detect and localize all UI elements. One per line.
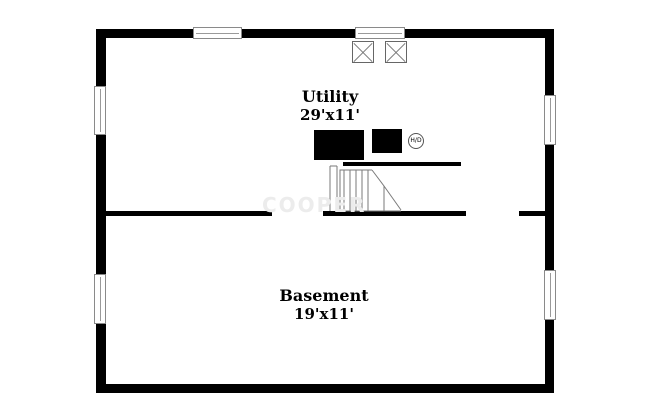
window-top-left xyxy=(193,27,242,39)
window-right-upper xyxy=(544,95,556,145)
wall-left xyxy=(96,29,106,393)
partition-wall-right xyxy=(519,211,545,216)
room-dimensions: 19'x11' xyxy=(294,305,354,323)
appliance-block xyxy=(372,129,402,153)
room-label-basement: Basement 19'x11' xyxy=(264,286,384,324)
window-left-upper xyxy=(94,86,106,135)
room-dimensions: 29'x11' xyxy=(300,106,360,124)
window-left-lower xyxy=(94,274,106,324)
wall-bottom xyxy=(96,384,554,393)
partition-wall-left xyxy=(106,211,272,216)
water-heater-icon: H/D xyxy=(408,133,424,149)
room-name: Basement xyxy=(279,286,369,305)
window-well-left xyxy=(352,41,374,63)
furnace-block xyxy=(314,130,364,160)
wall-top xyxy=(96,29,554,38)
room-name: Utility xyxy=(301,87,359,106)
partition-wall-center xyxy=(323,211,466,216)
room-label-utility: Utility 29'x11' xyxy=(270,87,390,125)
watermark: COOPER xyxy=(262,193,367,217)
window-right-lower xyxy=(544,270,556,320)
wall-right xyxy=(545,29,554,393)
window-well-right xyxy=(385,41,407,63)
window-top-center xyxy=(355,27,405,39)
stair-rail-wall xyxy=(343,162,461,166)
staircase xyxy=(329,165,402,212)
